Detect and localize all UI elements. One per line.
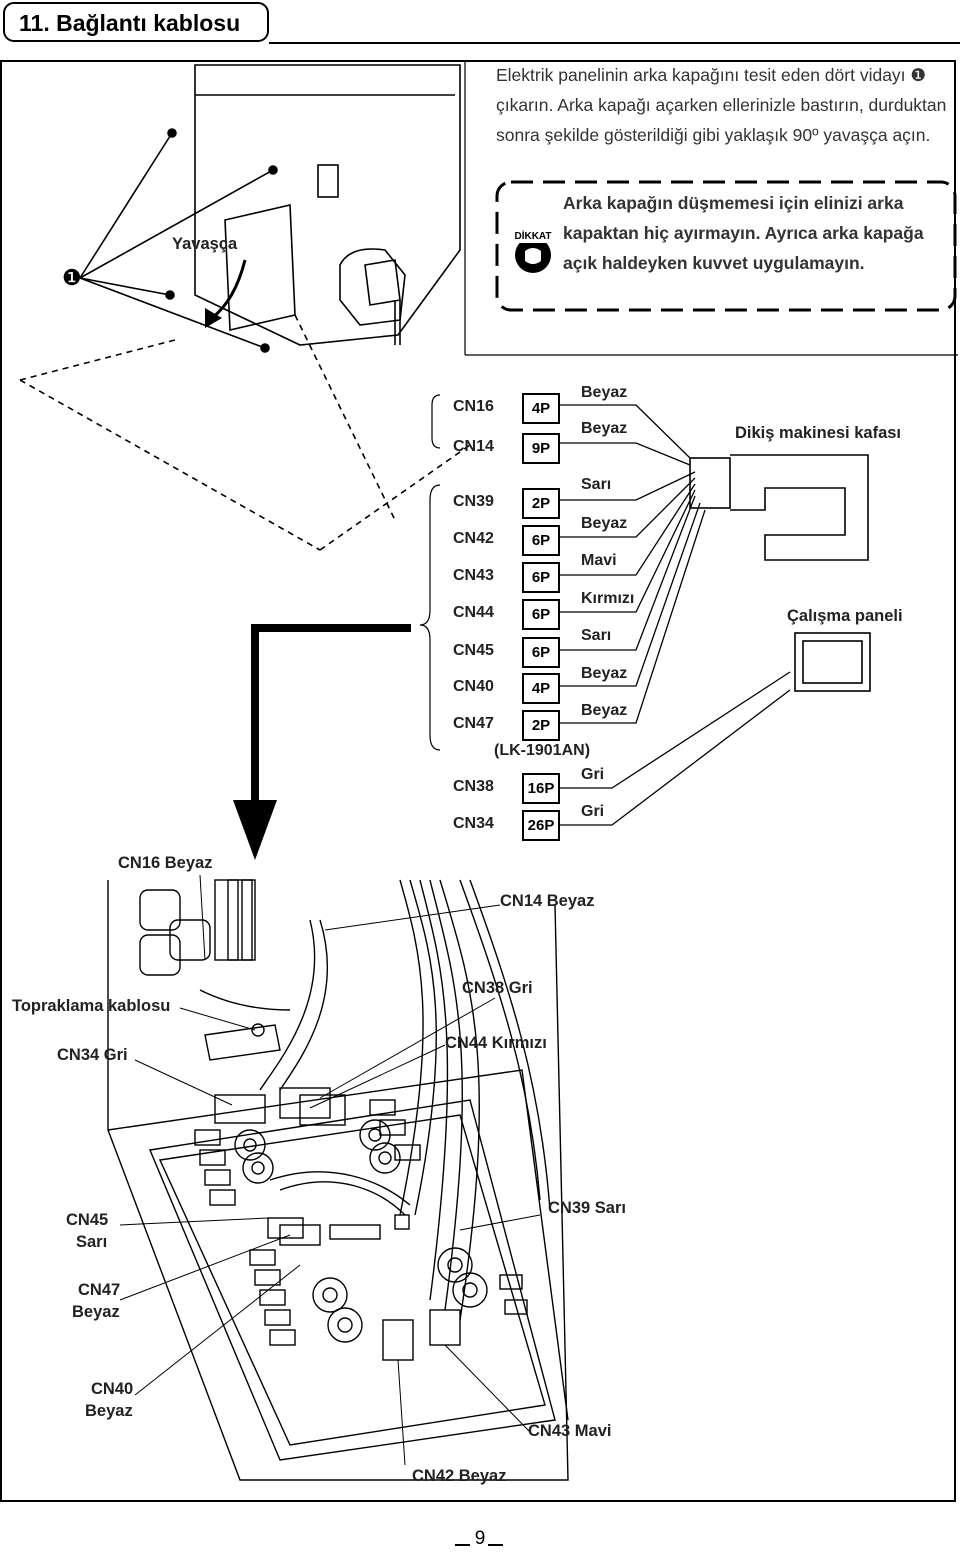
connector-id: CN16 xyxy=(453,398,494,415)
connector-id: CN45 xyxy=(453,642,494,659)
connector-id: CN44 xyxy=(453,604,494,621)
callout-cn39: CN39 Sarı xyxy=(548,1199,626,1217)
connector-id: CN14 xyxy=(453,438,494,455)
callout-cn40-color: Beyaz xyxy=(85,1402,133,1420)
open-arrow-head xyxy=(205,308,222,328)
operation-panel-label: Çalışma paneli xyxy=(787,607,903,625)
connector-id: CN42 xyxy=(453,530,494,547)
control-box-drawing xyxy=(19,64,471,551)
callout-cn45: CN45 xyxy=(66,1211,109,1229)
connector-id: CN47 xyxy=(453,715,494,732)
pin-count-box: 26P xyxy=(522,810,560,841)
figure-frame xyxy=(0,60,956,1502)
callout-cn47-color: Beyaz xyxy=(72,1303,120,1321)
wire-color-label: Beyaz xyxy=(581,384,628,401)
wire-color-label: Kırmızı xyxy=(581,590,635,607)
section-title: 11. Bağlantı kablosu xyxy=(19,10,241,36)
pin-count-box: 6P xyxy=(522,562,560,593)
connector-id: CN40 xyxy=(453,678,494,695)
callout-cn44: CN44 Kırmızı xyxy=(445,1034,547,1052)
pin-count-box: 9P xyxy=(522,433,560,464)
callout-ground-cable: Topraklama kablosu xyxy=(12,997,171,1015)
callout-cn14: CN14 Beyaz xyxy=(500,892,595,910)
connector-id: CN38 xyxy=(453,778,494,795)
callout-cn40: CN40 xyxy=(91,1380,134,1398)
wire-color-label: Gri xyxy=(581,803,605,820)
pin-count-box: 6P xyxy=(522,525,560,556)
slowly-label: Yavaşça xyxy=(172,235,238,253)
callout-cn47: CN47 xyxy=(78,1281,121,1299)
wire-color-label: Beyaz xyxy=(581,420,628,437)
wiring-lines xyxy=(560,404,791,826)
pin-count-box: 4P xyxy=(522,393,560,424)
wire-color-label: Sarı xyxy=(581,627,612,644)
wire-color-label: Beyaz xyxy=(581,515,628,532)
callout-leaders xyxy=(119,874,541,1466)
wire-color-label: Beyaz xyxy=(581,702,628,719)
pin-count-box: 6P xyxy=(522,637,560,668)
warning-frame xyxy=(495,180,957,312)
operation-panel-shape xyxy=(794,632,871,692)
wire-color-label: Mavi xyxy=(581,552,617,569)
callout-cn42: CN42 Beyaz xyxy=(412,1467,507,1485)
pin-count-box: 4P xyxy=(522,673,560,704)
pin-count-box: 2P xyxy=(522,710,560,741)
pin-count-box: 2P xyxy=(522,488,560,519)
connector-id: CN43 xyxy=(453,567,494,584)
wire-color-label: Sarı xyxy=(581,476,612,493)
callout-cn34: CN34 Gri xyxy=(57,1046,128,1064)
screw-marker: ❶ xyxy=(62,265,82,290)
pin-count-box: 16P xyxy=(522,773,560,804)
connector-id: CN39 xyxy=(453,493,494,510)
machine-head-label: Dikiş makinesi kafası xyxy=(735,424,902,442)
intro-paragraph: Elektrik panelinin arka kapağını tesit e… xyxy=(496,65,947,145)
callout-cn43: CN43 Mavi xyxy=(528,1422,612,1440)
caution-icon: DİKKAT xyxy=(510,229,556,275)
pin-count-box: 6P xyxy=(522,599,560,630)
callout-cn38: CN38 Gri xyxy=(462,979,533,997)
down-arrow xyxy=(233,624,411,860)
callout-cn16: CN16 Beyaz xyxy=(118,854,213,872)
model-note: (LK-1901AN) xyxy=(494,742,591,759)
title-rule xyxy=(269,42,960,44)
warning-text: Arka kapağın düşmemesi için elinizi arka… xyxy=(563,193,924,273)
connector-id: CN34 xyxy=(453,815,494,832)
page-number: 9 xyxy=(474,1528,486,1549)
caution-icon-label: DİKKAT xyxy=(514,231,552,242)
circuit-board-drawing xyxy=(107,879,569,1481)
wire-color-label: Beyaz xyxy=(581,665,628,682)
wire-color-label: Gri xyxy=(581,766,605,783)
callout-cn45-color: Sarı xyxy=(76,1233,108,1251)
section-title-box: 11. Bağlantı kablosu xyxy=(3,2,269,42)
machine-head-shape xyxy=(689,454,869,561)
